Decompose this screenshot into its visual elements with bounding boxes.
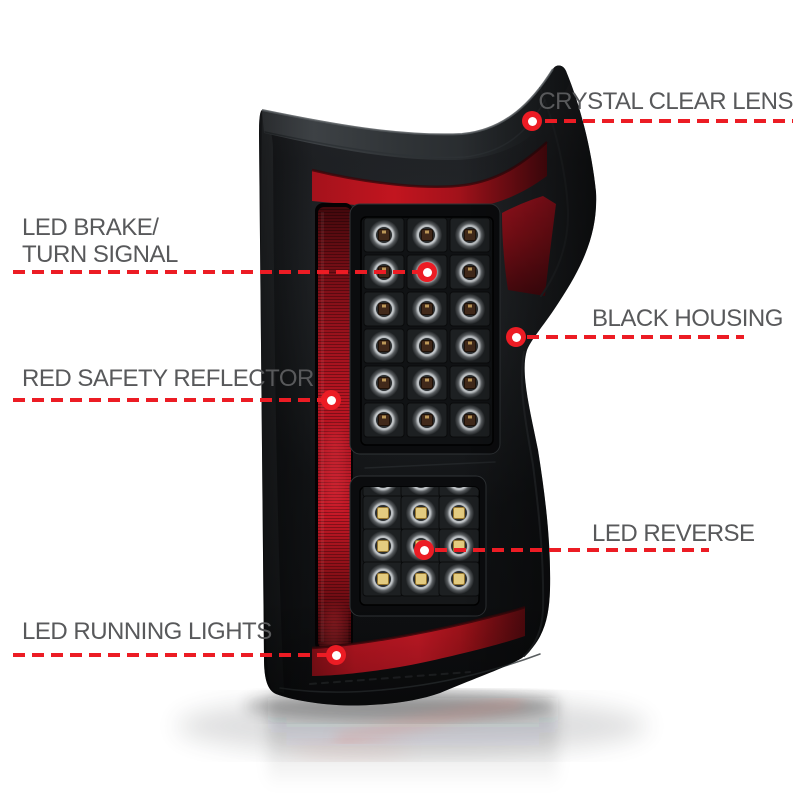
callout-label-black-housing: BLACK HOUSING — [592, 305, 783, 332]
callout-label-led-running-lights: LED RUNNING LIGHTS — [22, 618, 272, 645]
dot-core — [511, 332, 521, 342]
brake-led-cell — [363, 402, 405, 438]
callout-label-line1: LED BRAKE/ — [22, 214, 159, 241]
reverse-led-cell — [362, 528, 404, 564]
reverse-led-cell — [400, 561, 442, 597]
callout-line-red-safety-reflector — [13, 398, 329, 402]
brake-led-cell — [363, 217, 405, 253]
dot-core — [331, 650, 341, 660]
callout-dot-red-safety-reflector — [321, 390, 341, 410]
brake-led-cell — [406, 291, 448, 327]
dot-core — [419, 545, 429, 555]
callout-dot-black-housing — [506, 327, 526, 347]
callout-dot-led-brake-turn-signal — [417, 262, 437, 282]
callout-dot-led-reverse — [414, 540, 434, 560]
brake-led-cell — [406, 328, 448, 364]
top-specular-edge — [261, 68, 554, 136]
callout-dot-crystal-clear-lens — [522, 111, 542, 131]
callout-label-led-brake-turn-signal: LED BRAKE/ TURN SIGNAL — [22, 214, 178, 268]
callout-line-black-housing — [527, 335, 744, 339]
brake-led-cell — [363, 328, 405, 364]
brake-led-cell — [363, 291, 405, 327]
callout-line-led-brake-turn-signal — [13, 270, 425, 274]
callout-label-led-reverse: LED REVERSE — [592, 520, 755, 547]
callout-label-line2: TURN SIGNAL — [22, 241, 178, 268]
brake-led-cell — [363, 365, 405, 401]
callout-label-red-safety-reflector: RED SAFETY REFLECTOR — [22, 365, 314, 392]
reverse-led-cell — [362, 561, 404, 597]
shadow-reflection — [177, 691, 647, 788]
dot-core — [527, 116, 537, 126]
callout-line-led-running-lights — [13, 653, 333, 657]
callout-label-crystal-clear-lens: CRYSTAL CLEAR LENS — [538, 88, 793, 115]
brake-led-cell — [406, 402, 448, 438]
callout-line-crystal-clear-lens — [545, 119, 793, 123]
brake-led-cell — [406, 217, 448, 253]
dot-core — [422, 267, 432, 277]
dot-core — [326, 395, 336, 405]
brake-led-cell — [406, 365, 448, 401]
reverse-led-cell — [400, 495, 442, 531]
callout-line-led-reverse — [435, 548, 709, 552]
callout-dot-led-running-lights — [326, 645, 346, 665]
reverse-led-cell — [362, 495, 404, 531]
